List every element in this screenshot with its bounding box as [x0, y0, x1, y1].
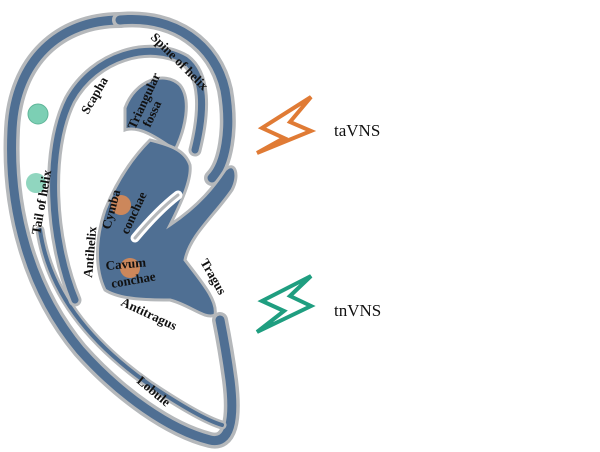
- tail-helix-dot-2: [26, 173, 46, 193]
- tail-helix-dot: [27, 103, 49, 125]
- lightning-bolt-icon: [255, 274, 316, 334]
- cymba-dot: [111, 195, 131, 215]
- legend-tavns: taVNS: [334, 121, 380, 140]
- lightning-bolt-icon: [256, 95, 317, 155]
- triangular-fossa: [123, 76, 188, 153]
- label-antihelix: Antihelix: [80, 225, 99, 278]
- cavum-dot: [120, 258, 140, 278]
- legend-tnvns: tnVNS: [334, 301, 381, 320]
- label-cavum: Cavum: [105, 255, 147, 273]
